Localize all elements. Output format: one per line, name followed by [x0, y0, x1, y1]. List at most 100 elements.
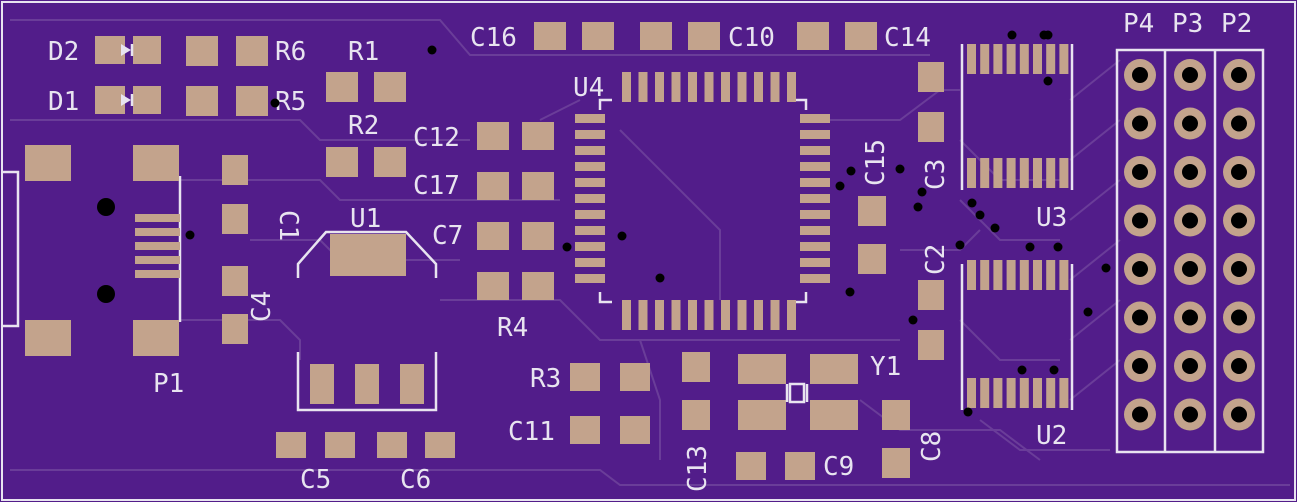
via	[963, 407, 973, 417]
u2-pin	[1006, 378, 1016, 408]
pin-headers[interactable]: P4 P3 P2	[1115, 9, 1265, 454]
u4-pin	[754, 72, 763, 102]
capacitor-c15[interactable]: C15	[858, 139, 891, 274]
u4-pin	[737, 72, 747, 102]
u4-pin	[575, 114, 605, 123]
u3-pin	[1006, 44, 1016, 74]
resistor-r5[interactable]: R5	[186, 86, 306, 117]
label-u3: U3	[1036, 203, 1067, 233]
label-c1: C1	[273, 210, 303, 241]
u4-pin	[688, 300, 697, 330]
capacitor-c7[interactable]: C7	[432, 221, 554, 251]
capacitor-c12[interactable]: C12	[413, 122, 554, 153]
label-c9: C9	[823, 452, 854, 482]
ic-u4[interactable]: U4	[573, 72, 830, 330]
via	[1053, 242, 1063, 252]
diode-d1[interactable]: D1	[48, 86, 161, 117]
u4-pin	[704, 300, 714, 330]
header-pin-hole	[1132, 164, 1148, 180]
u2-pin	[1033, 378, 1042, 408]
resistor-r2[interactable]: R2	[326, 111, 406, 177]
label-r5: R5	[275, 87, 306, 117]
header-pin-hole	[1132, 358, 1148, 374]
u4-pin	[704, 72, 714, 102]
u2-pin	[980, 260, 990, 290]
header-pin-hole	[1231, 212, 1247, 229]
capacitor-c8[interactable]: C8	[882, 400, 947, 478]
label-r2: R2	[348, 111, 379, 141]
capacitor-c3[interactable]: C3	[918, 62, 951, 190]
u3-pin	[1019, 44, 1029, 74]
u3-pin	[1046, 158, 1056, 188]
header-pin-hole	[1231, 406, 1247, 423]
via	[1083, 307, 1093, 317]
header-pin-hole	[1132, 406, 1148, 423]
label-c4: C4	[247, 291, 277, 322]
header-pin-hole	[1132, 67, 1148, 83]
u4-pin	[754, 300, 763, 330]
label-p2: P2	[1221, 9, 1252, 39]
via	[845, 287, 855, 297]
u2-pin	[1033, 260, 1042, 290]
u2-pin	[1006, 260, 1016, 290]
u3-pin	[967, 44, 976, 74]
header-pin-hole	[1182, 261, 1198, 277]
u4-pin	[575, 258, 605, 267]
copper-traces	[10, 19, 1290, 486]
u4-pin	[575, 226, 605, 235]
capacitor-c16[interactable]: C16	[470, 22, 614, 53]
ic-u3[interactable]: U3	[960, 44, 1074, 233]
u4-pin	[575, 194, 605, 203]
u4-pin	[638, 300, 648, 330]
header-pin-hole	[1231, 309, 1247, 326]
u3-pin	[1033, 44, 1042, 74]
via	[1043, 76, 1053, 86]
header-pin-hole	[1132, 309, 1148, 326]
u4-pin	[800, 162, 830, 171]
ic-u2[interactable]: U2	[960, 260, 1074, 451]
u3-pin	[980, 44, 990, 74]
u4-pin	[688, 72, 697, 102]
header-pin-hole	[1231, 164, 1247, 180]
regulator-u1[interactable]: U1	[296, 204, 438, 412]
u4-pin	[737, 300, 747, 330]
u4-pin	[655, 72, 664, 102]
u2-pin	[993, 260, 1003, 290]
label-p4: P4	[1123, 9, 1154, 39]
label-d1: D1	[48, 87, 79, 117]
diode-d2[interactable]: D2	[48, 36, 161, 67]
resistor-r4[interactable]: R4	[477, 272, 554, 343]
capacitor-c17[interactable]: C17	[413, 171, 554, 201]
capacitor-c11[interactable]: C11	[508, 416, 650, 447]
capacitor-c5[interactable]: C5	[276, 432, 355, 495]
capacitor-c9[interactable]: C9	[736, 452, 854, 482]
crystal-y1[interactable]: Y1	[738, 352, 901, 430]
resistor-r1[interactable]: R1	[326, 37, 406, 102]
u4-pin	[770, 300, 780, 330]
capacitor-c14[interactable]: C14	[797, 22, 931, 53]
u4-pin	[800, 114, 830, 123]
capacitor-c1[interactable]: C1	[222, 155, 303, 241]
capacitor-c6[interactable]: C6	[377, 432, 455, 495]
resistor-r3[interactable]: R3	[530, 363, 650, 394]
u2-pin	[1059, 260, 1069, 290]
u4-pin	[622, 300, 631, 330]
header-pin-hole	[1182, 212, 1198, 229]
u3-pin	[1006, 158, 1016, 188]
label-r3: R3	[530, 364, 561, 394]
label-r4: R4	[497, 313, 528, 343]
capacitor-c2[interactable]: C2	[918, 244, 951, 360]
header-pin-hole	[1182, 164, 1198, 180]
capacitor-c10[interactable]: C10	[640, 22, 775, 53]
u4-pin	[800, 146, 830, 155]
u4-pin	[575, 242, 605, 251]
capacitor-c4[interactable]: C4	[222, 266, 277, 344]
via	[562, 242, 572, 252]
u4-pin	[800, 178, 830, 187]
resistor-r6[interactable]: R6	[186, 36, 306, 67]
via	[1017, 365, 1027, 375]
capacitor-c13[interactable]: C13	[682, 352, 713, 492]
u3-pin	[1046, 44, 1056, 74]
usb-connector-p1[interactable]: P1	[2, 145, 184, 399]
